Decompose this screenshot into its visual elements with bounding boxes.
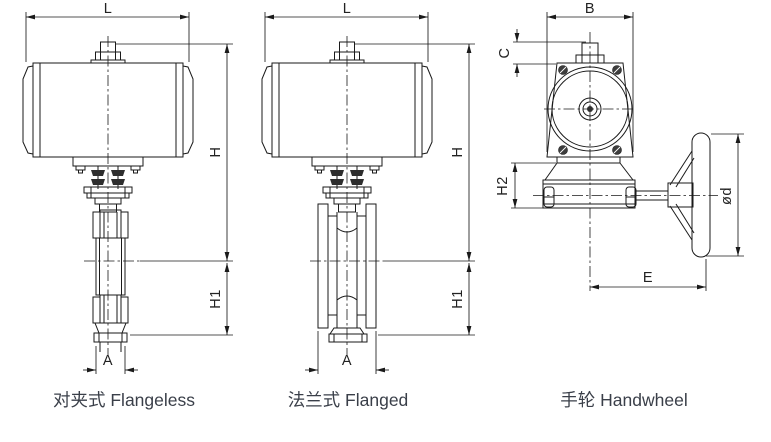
dimension-H1: H1	[130, 260, 233, 336]
dimension-A: A	[83, 346, 138, 374]
dimension-H2: H2	[495, 162, 556, 209]
dimension-wheel-diameter: ød	[706, 133, 744, 257]
wafer-valve-body	[92, 209, 129, 352]
flanged-valve-body	[317, 203, 377, 343]
dim-label-A: A	[103, 353, 113, 369]
dim-label-L: L	[104, 1, 113, 17]
dim-label-H1: H1	[208, 289, 224, 309]
dim-label-H2: H2	[495, 176, 511, 196]
actuator-mount-bracket	[311, 156, 383, 213]
dim-label-H: H	[208, 147, 224, 158]
dimension-B: B	[546, 1, 634, 152]
dim-label-L: L	[343, 1, 352, 17]
flangeless-view: L H H1 A 对夹式 Flangeless	[22, 1, 233, 410]
caption-flanged: 法兰式 Flanged	[288, 390, 409, 410]
caption-flangeless: 对夹式 Flangeless	[53, 390, 195, 410]
center-line	[84, 36, 140, 356]
dimension-H1: H1	[378, 260, 475, 336]
dim-label-H: H	[450, 147, 466, 158]
actuator-mount-bracket	[72, 156, 144, 213]
worm-housing	[542, 157, 637, 209]
dim-label-od: ød	[719, 187, 735, 205]
dimension-L: L	[25, 1, 190, 62]
dimension-C: C	[497, 29, 586, 77]
dim-label-E: E	[643, 270, 653, 286]
caption-handwheel: 手轮 Handwheel	[560, 390, 687, 410]
corner-bolts	[558, 65, 622, 155]
pneumatic-actuator	[22, 41, 194, 158]
dimension-H: H	[116, 43, 233, 261]
dimension-L: L	[264, 1, 429, 62]
dim-label-B: B	[585, 1, 595, 17]
dimension-H: H	[355, 43, 475, 261]
handwheel-view: B C H2 ød E 手轮 Handwheel	[495, 1, 744, 410]
handwheel	[635, 132, 711, 258]
dimension-A: A	[305, 331, 389, 374]
dimension-E: E	[590, 259, 707, 291]
dim-label-A: A	[342, 353, 352, 369]
gearbox	[546, 42, 634, 158]
center-line	[310, 36, 384, 356]
dim-label-H1: H1	[450, 289, 466, 309]
flanged-view: L H H1 A 法兰式 Flanged	[261, 1, 475, 410]
dim-label-C: C	[497, 48, 513, 59]
